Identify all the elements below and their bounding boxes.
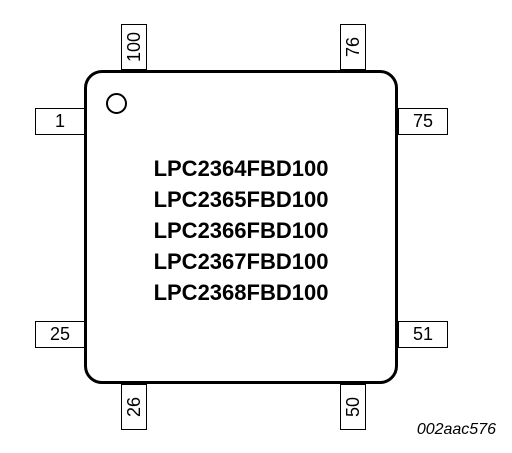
pin-number-26: 26 <box>124 396 144 418</box>
part-number: LPC2367FBD100 <box>153 249 329 274</box>
pin-label-76: 76 <box>340 24 366 70</box>
part-number: LPC2366FBD100 <box>153 218 329 243</box>
pin-number-76: 76 <box>343 36 363 58</box>
pin-label-25: 25 <box>35 321 85 348</box>
pin-number-25: 25 <box>49 324 71 344</box>
pin-label-51: 51 <box>398 321 448 348</box>
pin-label-26: 26 <box>121 384 147 430</box>
pin-number-1: 1 <box>54 111 65 131</box>
figure-id: 002aac576 <box>416 421 496 438</box>
pin-label-75: 75 <box>398 108 448 135</box>
pin-number-75: 75 <box>412 111 434 131</box>
pin1-marker-icon <box>106 93 127 114</box>
part-number-list: LPC2364FBD100 LPC2365FBD100 LPC2366FBD10… <box>87 153 395 308</box>
chip-package: LPC2364FBD100 LPC2365FBD100 LPC2366FBD10… <box>84 70 398 384</box>
pin-number-51: 51 <box>412 324 434 344</box>
pin-label-100: 100 <box>121 24 147 70</box>
pin-label-50: 50 <box>340 384 366 430</box>
pin-label-1: 1 <box>35 108 85 135</box>
pin-number-100: 100 <box>124 31 144 63</box>
part-number: LPC2368FBD100 <box>153 280 329 305</box>
part-number: LPC2365FBD100 <box>153 187 329 212</box>
part-number: LPC2364FBD100 <box>153 156 329 181</box>
pin-number-50: 50 <box>343 396 363 418</box>
